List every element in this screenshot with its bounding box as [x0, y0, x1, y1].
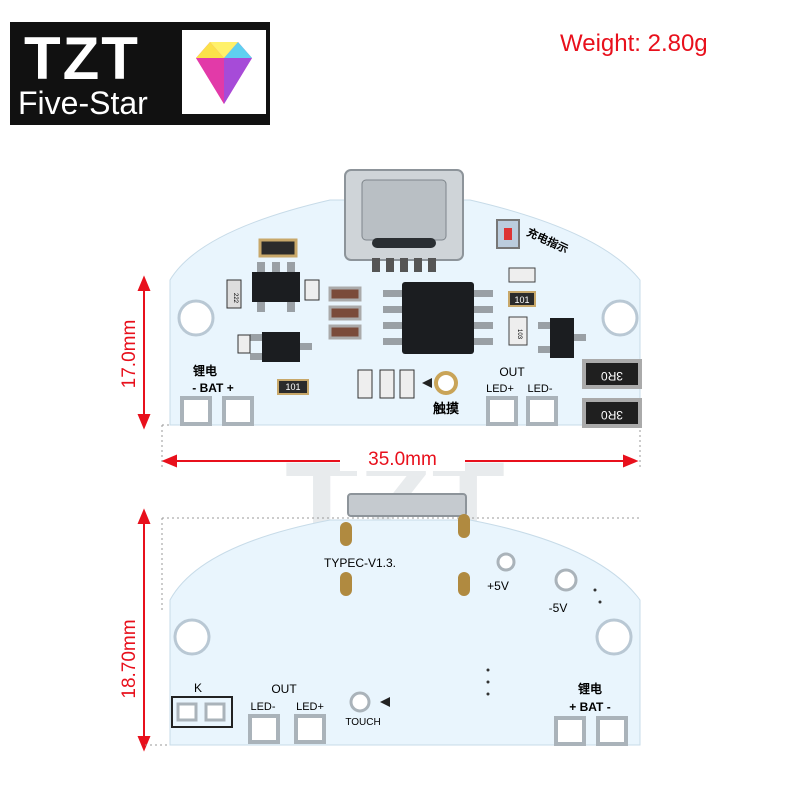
weight-label: Weight: 2.80g	[560, 30, 708, 57]
led-plus-label-top: LED+	[486, 383, 514, 395]
minus5v-label: -5V	[549, 601, 568, 615]
bat-label-top: - BAT +	[192, 381, 233, 395]
dimension-lines	[137, 275, 639, 752]
bottom-pcb-board: TYPEC-V1.3. +5V -5V K OUT LED- LED+ TOUC…	[169, 493, 641, 746]
bat-minus-pad-bottom	[596, 716, 628, 746]
touch-arrow-icon	[422, 378, 432, 388]
minus5v-pad	[554, 568, 578, 592]
bat-minus-pad-top	[180, 396, 212, 426]
brand-logo: TZT Five-Star	[10, 22, 270, 125]
led-plus-label-bottom: LED+	[296, 701, 324, 713]
version-label: TYPEC-V1.3.	[324, 556, 396, 570]
led-plus-pad-bottom	[294, 714, 326, 744]
resistor-label-3r0-b: 3R0	[601, 408, 623, 422]
bat-label-bottom: + BAT -	[569, 700, 610, 714]
transistor-3	[550, 318, 574, 358]
led-minus-label-bottom: LED-	[250, 701, 275, 713]
resistor-label-101-a: 101	[514, 295, 529, 305]
dimension-top-height: 17.0mm	[119, 319, 140, 389]
touch-arrow-icon-bottom	[380, 697, 390, 707]
touch-label-cn: 触摸	[432, 401, 459, 416]
led-minus-label-top: LED-	[527, 383, 552, 395]
mount-hole-left-bottom	[173, 618, 211, 656]
logo-tagline: Five-Star	[18, 85, 148, 121]
plus5v-pad	[496, 552, 516, 572]
mount-hole-right	[601, 299, 639, 337]
dimension-width: 35.0mm	[340, 449, 465, 471]
transistor-1	[252, 272, 300, 302]
diamond-icon	[182, 30, 266, 114]
touch-pad-bottom	[349, 691, 371, 713]
mount-hole-left	[177, 299, 215, 337]
battery-label-cn-top: 锂电	[193, 363, 217, 378]
usb-c-connector-edge	[347, 493, 467, 517]
resistor-label-103: 103	[516, 329, 522, 340]
dimension-bottom-height: 18.70mm	[119, 619, 140, 699]
top-pcb-board: 222 101 103 101 3R0 3R0 触摸 充电指示 锂电 - BAT…	[169, 169, 642, 428]
led-minus-pad-top	[526, 396, 558, 426]
smd-components	[226, 219, 642, 428]
logo-brand-text: TZT	[24, 25, 140, 92]
resistor-label-222: 222	[232, 293, 238, 304]
out-label-bottom: OUT	[271, 682, 297, 696]
k-label: K	[194, 681, 202, 695]
k-pad-frame	[171, 696, 233, 728]
main-ic-chip	[402, 282, 474, 354]
battery-label-cn-bottom: 锂电	[578, 681, 602, 696]
touch-label: TOUCH	[345, 717, 380, 728]
resistor-label-3r0-a: 3R0	[601, 369, 623, 383]
transistor-2	[262, 332, 300, 362]
led-minus-pad-bottom	[248, 714, 280, 744]
guide-lines	[145, 424, 641, 746]
out-label-top: OUT	[499, 365, 525, 379]
touch-pad-top	[434, 371, 458, 395]
plus5v-label: +5V	[487, 579, 509, 593]
bat-plus-pad-bottom	[554, 716, 586, 746]
led-plus-pad-top	[486, 396, 518, 426]
bat-plus-pad-top	[222, 396, 254, 426]
resistor-label-101-b: 101	[285, 382, 300, 392]
mount-hole-right-bottom	[595, 618, 633, 656]
